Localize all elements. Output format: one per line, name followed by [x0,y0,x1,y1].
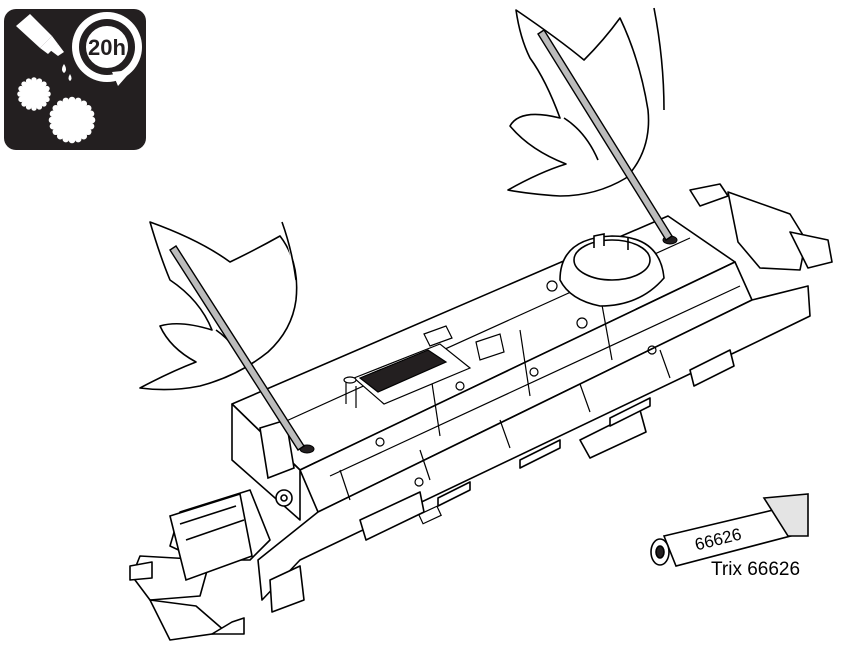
motor-housing [559,233,665,307]
clock-arrow-icon [72,12,142,86]
gear-tooth [25,78,32,84]
gear-tooth [41,81,47,87]
end-bracket [169,418,295,582]
oil-bottle-icon [16,14,72,81]
gear-tooth [84,104,92,112]
gear-tooth [68,96,76,104]
gear-tooth [80,100,88,108]
gear-tooth [56,132,64,140]
gear-tooth [18,96,24,103]
gear-icon [20,80,48,108]
gear-tooth [87,122,95,130]
gear-tooth [44,96,50,103]
gear-tooth [18,85,24,92]
gear-tooth [36,104,43,110]
gear-tooth [74,135,82,143]
gear-tooth [49,110,57,118]
gear-tooth [31,105,37,111]
gear-tooth [49,122,57,130]
gear-tooth [87,110,95,118]
gear-tooth [88,116,96,124]
oiler-right [537,29,673,241]
gear-tooth [48,116,56,124]
gear-tooth [31,77,37,83]
gear-tooth [41,101,47,107]
gear-tooth [25,104,32,110]
decoder-board [343,325,505,408]
gear-tooth [80,132,88,140]
gear-tooth [62,97,70,105]
gear-icon [52,100,92,140]
oil-interval-icon: 20h [4,9,146,150]
gear-tooth [17,91,23,97]
gear-tooth [44,85,50,92]
gear-tooth [84,128,92,136]
gear-tooth [74,97,82,105]
gear-tooth [36,78,43,84]
gear-tooth [52,128,60,136]
gear-tooth [45,91,51,97]
badge-hours-text: 20h [88,35,126,60]
hand-left [139,221,298,391]
gear-tooth [62,135,70,143]
grease-tube [650,493,809,567]
grease-tube-caption: Trix 66626 [711,559,800,580]
gear-tooth [56,100,64,108]
gear-tooth [52,104,60,112]
gear-tooth [68,136,76,144]
oiler-left [169,245,305,451]
gear-tooth [21,81,27,87]
gear-tooth [21,101,27,107]
